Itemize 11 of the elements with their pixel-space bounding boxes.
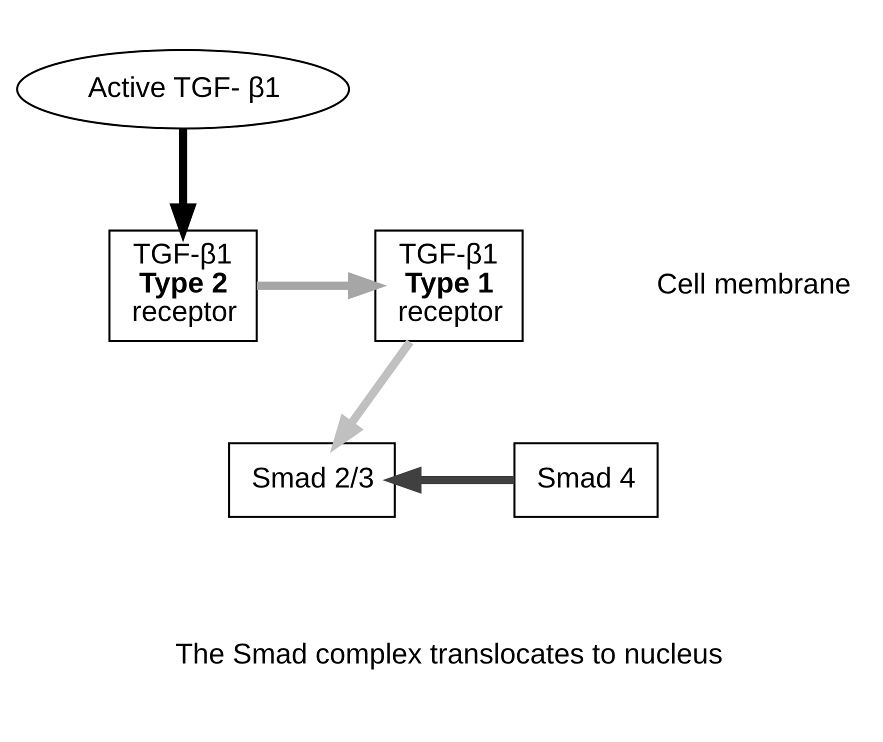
node-box: TGF-β1 Type 1 receptor	[374, 229, 524, 342]
label: Cell membrane	[656, 268, 851, 300]
node-box: Smad 4	[513, 442, 659, 518]
label: The Smad complex translocates to nucleus	[175, 638, 723, 670]
arrow	[169, 128, 197, 242]
node-box: Smad 2/3	[228, 442, 396, 518]
arrow	[382, 466, 514, 494]
node-ellipse: Active TGF- β1	[16, 48, 350, 129]
arrow	[256, 272, 388, 299]
node-box: TGF-β1 Type 2 receptor	[108, 229, 258, 342]
arrow	[330, 338, 414, 453]
